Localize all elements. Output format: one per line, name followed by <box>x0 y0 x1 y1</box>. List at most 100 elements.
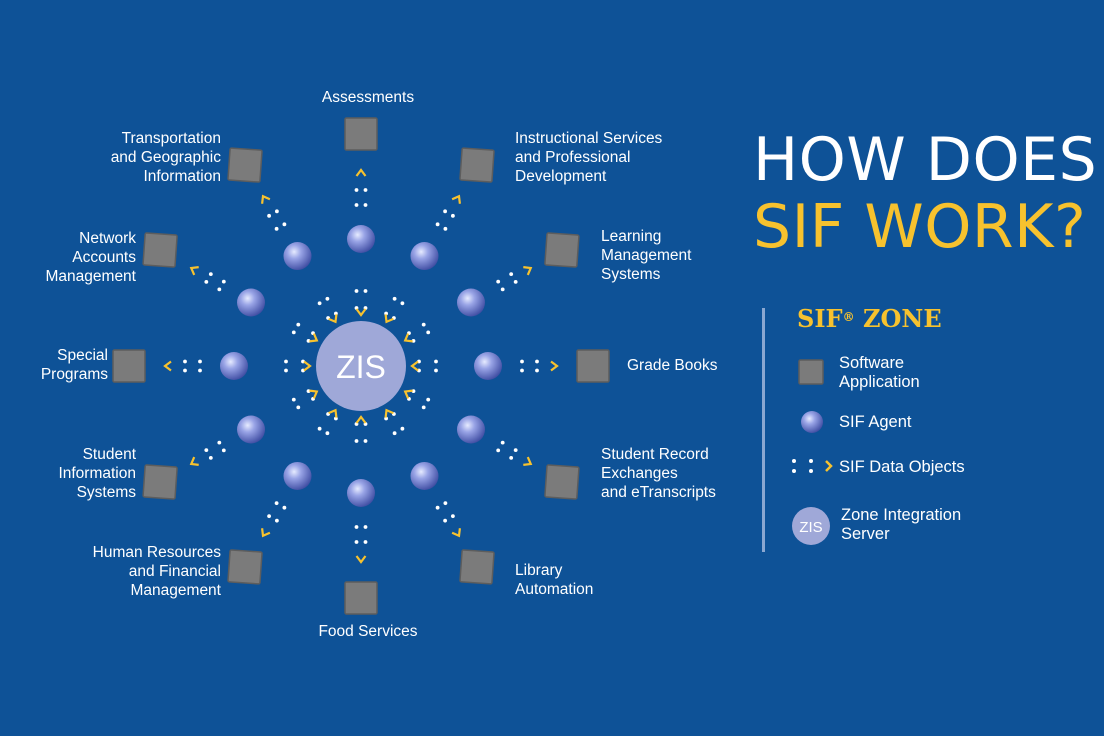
software-application-learning <box>544 232 580 268</box>
spoke-label-food-services: Food Services <box>318 623 418 640</box>
software-application-grade-books <box>576 349 610 383</box>
data-objects-icon <box>792 459 833 473</box>
data-dot <box>363 188 368 192</box>
data-dot <box>426 397 431 402</box>
data-chevron <box>403 389 413 399</box>
data-dot <box>296 322 301 327</box>
sif-agent-learning <box>456 288 485 317</box>
data-dot <box>363 289 368 293</box>
sif-agent-network <box>237 288 266 317</box>
data-dot <box>284 368 288 373</box>
data-dot <box>443 501 448 506</box>
data-chevron <box>384 408 394 418</box>
data-dot <box>217 287 222 292</box>
spoke-label-human-resources: Human Resources and Financial Management <box>92 544 221 599</box>
data-dot <box>500 287 505 292</box>
zis-hub <box>316 321 406 411</box>
software-application-transportation <box>227 147 263 183</box>
legend-label-sif-agent: SIF Agent <box>839 413 912 431</box>
data-chevron <box>303 360 312 372</box>
data-dot <box>274 226 279 231</box>
spoke-label-transportation: Transportation and Geographic Informatio… <box>110 130 221 185</box>
legend-label-sif-data-objects: SIF Data Objects <box>839 458 965 476</box>
software-application-student-record <box>544 464 580 500</box>
data-chevron <box>261 194 271 204</box>
data-dot <box>509 455 514 460</box>
data-dot <box>392 431 397 436</box>
title-line-2: SIF WORK? <box>753 192 1087 262</box>
data-chevron <box>309 333 319 343</box>
spoke-label-network-accounts: Network Accounts Management <box>45 230 136 285</box>
data-chevron <box>355 555 367 564</box>
data-chevron <box>261 528 271 538</box>
zis-hub-label: ZIS <box>336 349 386 385</box>
zis-icon-text: ZIS <box>799 519 822 536</box>
sif-agent-special <box>220 352 248 380</box>
data-dot <box>421 322 426 327</box>
legend-title: SIF® ZONE <box>797 305 942 333</box>
data-dot <box>221 448 226 453</box>
zis-icon <box>792 507 830 545</box>
sif-agent-icon <box>801 411 823 433</box>
data-dot <box>208 455 213 460</box>
data-chevron <box>355 168 367 177</box>
data-dot <box>354 203 359 207</box>
data-dot <box>354 439 359 443</box>
software-application-instructional-services <box>459 147 495 183</box>
data-dot <box>183 368 187 373</box>
legend-title-sif: SIF <box>797 304 843 333</box>
data-chevron <box>309 389 319 399</box>
data-dot <box>400 301 405 306</box>
sif-agent-transportation <box>283 242 312 271</box>
data-chevron <box>384 314 394 324</box>
software-application-assessments <box>344 117 378 151</box>
data-dot <box>282 505 287 510</box>
data-dot <box>434 359 438 364</box>
data-chevron <box>523 456 533 466</box>
data-chevron <box>550 360 559 372</box>
data-chevron <box>355 308 367 317</box>
sif-agent-assessments <box>347 225 375 253</box>
software-application-food-services <box>344 581 378 615</box>
legend-title-zone: ZONE <box>862 304 942 333</box>
data-dot <box>198 359 202 364</box>
data-dot <box>500 440 505 445</box>
software-application-student <box>142 464 178 500</box>
data-chevron <box>163 360 172 372</box>
data-chevron <box>328 314 338 324</box>
data-dot <box>443 209 448 214</box>
data-dot <box>204 279 209 284</box>
sif-agent-human-resources <box>283 461 312 490</box>
registered-mark: ® <box>842 310 855 324</box>
data-dot <box>291 397 296 402</box>
data-dot <box>450 213 455 218</box>
spoke-label-library-automation: Library Automation <box>515 562 594 598</box>
data-chevron <box>355 415 367 424</box>
data-dot <box>363 439 368 443</box>
spoke-label-grade-books: Grade Books <box>627 357 718 374</box>
data-dot <box>274 501 279 506</box>
data-dot <box>509 272 514 277</box>
data-dot <box>354 289 359 293</box>
data-dot <box>392 296 397 301</box>
software-application-human-resources <box>227 549 263 585</box>
data-dot <box>435 505 440 510</box>
sif-agent-grade-books <box>474 352 502 380</box>
data-dot <box>274 209 279 214</box>
data-dot <box>363 525 368 529</box>
data-chevron <box>189 266 199 276</box>
spoke-label-instructional-services: Instructional Services and Professional … <box>515 130 663 185</box>
title-line-1: HOW DOES <box>753 125 1098 195</box>
data-dot <box>267 213 272 218</box>
data-dot <box>363 540 368 544</box>
data-dot <box>208 272 213 277</box>
data-dot <box>434 368 438 373</box>
data-dot <box>520 368 524 373</box>
data-dot <box>317 301 322 306</box>
legend-label-zone-integration-server: Zone Integration Server <box>841 506 962 543</box>
data-dot <box>317 426 322 431</box>
data-dot <box>284 359 288 364</box>
data-dot <box>274 518 279 523</box>
data-dot <box>354 525 359 529</box>
